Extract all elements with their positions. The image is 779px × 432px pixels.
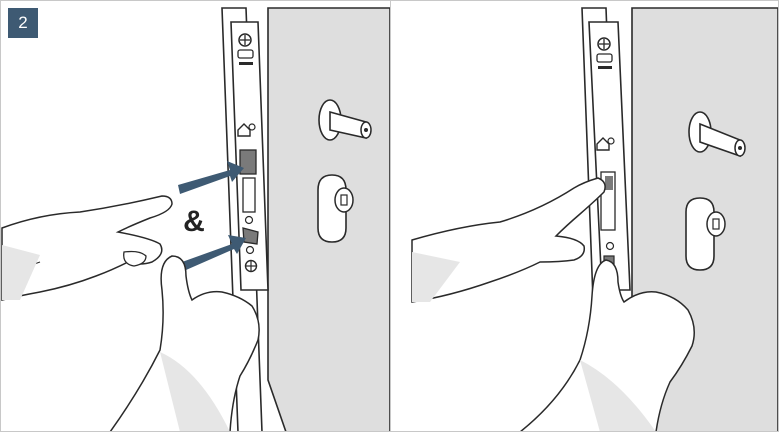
- right-panel: [412, 8, 778, 432]
- step-number-badge: 2: [8, 8, 38, 38]
- screw-icon: [598, 38, 610, 50]
- latch-slot: [243, 178, 255, 212]
- hand-icon: [2, 196, 172, 300]
- panel-divider: [390, 0, 391, 432]
- ampersand-label: &: [176, 205, 212, 239]
- hand-icon: [412, 178, 605, 302]
- screw-icon: [239, 34, 251, 46]
- upper-latch-button: [240, 150, 256, 174]
- screw-icon: [246, 261, 257, 272]
